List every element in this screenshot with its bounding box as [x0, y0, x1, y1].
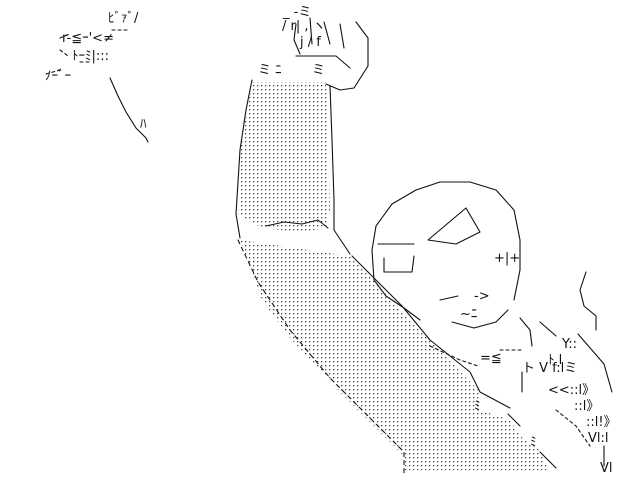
body-glyph-3: Y:: [561, 337, 577, 352]
sleeve-glyph-2: ﾐ [530, 435, 537, 450]
face-mouth-mark: ~ﾆ [460, 307, 477, 322]
sleeve-glyph: ﾐ [474, 399, 481, 414]
forearm-lower-edge [351, 255, 511, 409]
sleeve-fold-lines [507, 413, 557, 469]
body-glyph-7: ::l!》 [586, 415, 617, 430]
face-plus-mark: +|+ [494, 251, 520, 266]
arm-shading [238, 82, 330, 232]
face-arrow-mark: -> [474, 289, 490, 304]
arm-outline [235, 79, 351, 255]
raised-arm-drawing: _ -ミ / r| , ヽ j / f ミ ﾆ ミ [235, 5, 369, 255]
forearm-drawing: ﾐ ﾐ [237, 239, 557, 477]
face-outline [371, 181, 521, 321]
body-glyph-1: =≦ [480, 351, 502, 366]
fist-glyph-2: / r| , ヽ [282, 19, 326, 34]
small-hand-wrist-line [109, 77, 149, 143]
elbow-outline [265, 219, 329, 229]
small-hand-dash-outline [45, 29, 129, 75]
fist-glyph-5: ミ [312, 63, 325, 78]
round-face-drawing: +|+ -> ~ﾆ [371, 181, 521, 329]
body-glyph-4: ﾄ l [548, 353, 562, 368]
fist-outline [293, 17, 369, 91]
fist-glyph-4: ミ ﾆ [258, 63, 282, 78]
body-glyph-8: Vl:l [588, 431, 609, 446]
fist-glyph-1: _ -ミ [282, 5, 311, 20]
body-glyph-6: ::l》 [574, 399, 599, 414]
body-glyph-5: <<::l》 [548, 383, 595, 398]
face-mouth-outline [439, 295, 509, 329]
small-hand-glyph-3: ﾄｰﾐ|::: [72, 49, 109, 64]
body-outline [519, 271, 613, 467]
body-dash-outline [429, 345, 591, 447]
body-glyph-9: Vl [600, 461, 613, 476]
forearm-shading [240, 240, 548, 470]
face-right-eye [427, 207, 481, 245]
small-hand-drawing: ﾋﾞｧﾞ/ r-≦ｰ'<≠ ﾄｰﾐ|::: ﾉｰﾞｰ ﾊ [45, 11, 149, 143]
face-left-eye [377, 243, 415, 273]
small-hand-glyph-2: r-≦ｰ'<≠ [62, 31, 114, 46]
fist-glyph-3: j / f [299, 35, 321, 50]
small-hand-glyph-5: ﾊ [140, 117, 147, 132]
small-hand-glyph-1: ﾋﾞｧﾞ/ [108, 11, 139, 26]
small-hand-glyph-4: ﾉｰﾞｰ [45, 69, 71, 84]
body-glyph-2: ト V f:lミ [522, 361, 577, 376]
lower-body-drawing: =≦ ト V f:lミ Y:: ﾄ l <<::l》 ::l》 ::l!》 Vl… [429, 271, 617, 476]
